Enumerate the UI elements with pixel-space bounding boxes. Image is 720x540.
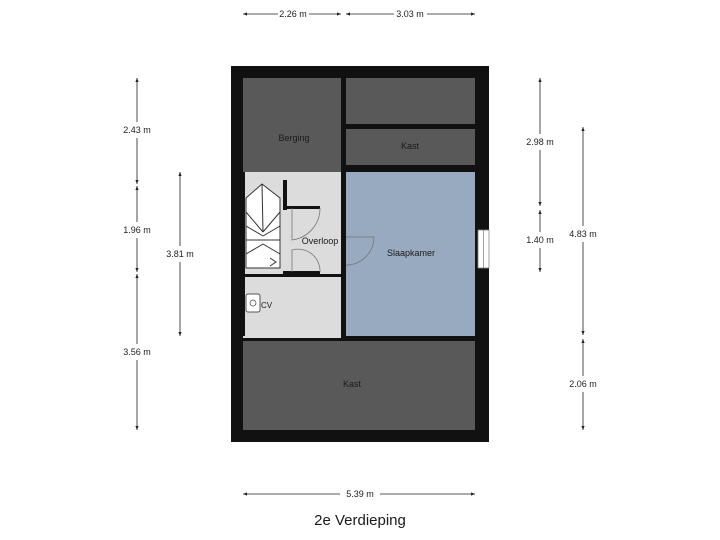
cv-label: CV <box>261 301 273 310</box>
inner-wall <box>243 274 341 277</box>
kast-top-label: Kast <box>401 141 420 151</box>
slaapkamer-room <box>346 172 475 336</box>
staircase <box>245 183 281 269</box>
inner-wall <box>283 180 287 210</box>
door-swing <box>291 207 375 273</box>
floor-title: 2e Verdieping <box>314 512 406 529</box>
cv-unit <box>245 293 261 313</box>
dim-label-right-outer: 4.83 m <box>569 229 597 239</box>
inner-wall <box>341 268 346 341</box>
dim-label-left-b: 1.96 m <box>123 225 151 235</box>
berging-room <box>243 78 341 172</box>
inner-wall <box>283 271 320 274</box>
inner-wall <box>241 172 245 336</box>
dim-label-left-c: 3.56 m <box>123 347 151 357</box>
kast-bottom-label: Kast <box>343 379 362 389</box>
dim-label-bottom: 5.39 m <box>346 489 374 499</box>
dim-label-top-right: 3.03 m <box>396 9 424 19</box>
slaapkamer-label: Slaapkamer <box>387 248 435 258</box>
dim-label-right-c: 2.06 m <box>569 379 597 389</box>
inner-wall <box>341 172 346 237</box>
dim-label-left-inner: 3.81 m <box>166 249 194 259</box>
berging-label: Berging <box>278 133 309 143</box>
kast-top-room <box>346 129 475 165</box>
dim-label-right-b: 1.40 m <box>526 235 554 245</box>
kast-bottom-room <box>243 341 475 430</box>
overloop-label: Overloop <box>302 236 339 246</box>
dim-label-top-left: 2.26 m <box>279 9 307 19</box>
inner-wall <box>283 206 320 209</box>
kast-top-upper-room <box>346 78 475 124</box>
dim-label-right-a: 2.98 m <box>526 137 554 147</box>
dim-label-left-a: 2.43 m <box>123 125 151 135</box>
